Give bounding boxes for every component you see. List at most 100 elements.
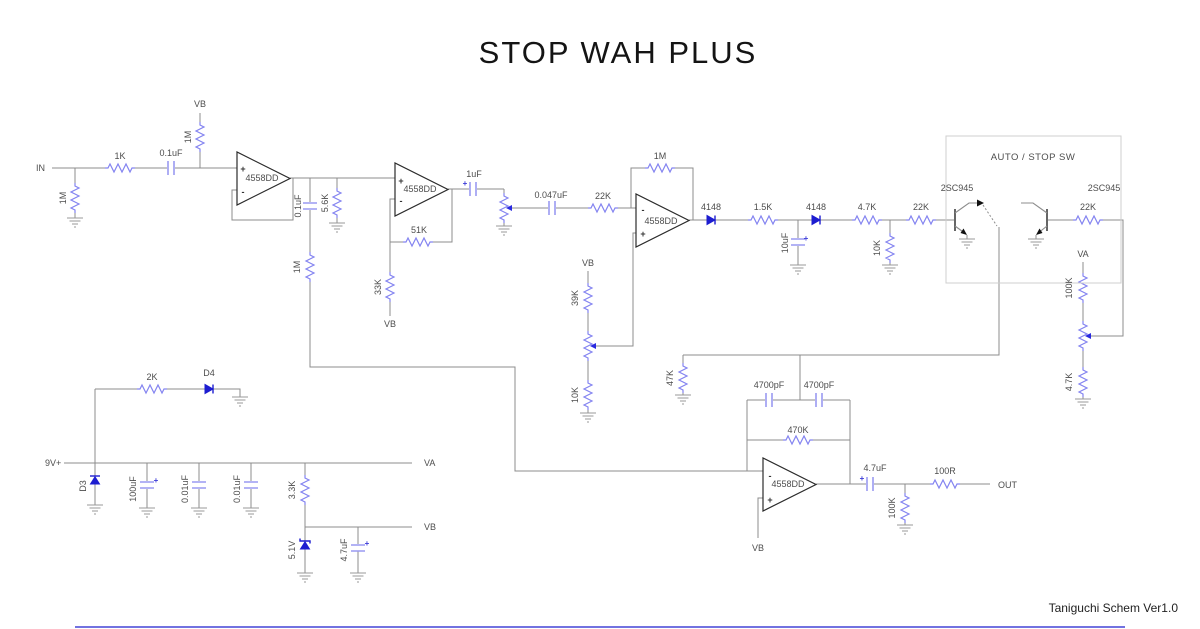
cap-4700pf-a [765,392,773,408]
resistor-4k7 [851,215,883,225]
ground-icon [190,507,208,518]
resistor-1m-bias [195,121,205,153]
transistor-bars [954,209,1048,231]
cap-001uf-a-label: 0.01uF [180,474,190,503]
opamp-u1-label: 4558DD [245,173,279,183]
cap-output [866,476,874,492]
resistor-3k3 [300,474,310,506]
cap-1uf [469,181,477,197]
resistor-1m-bias-label: 1M [183,131,193,144]
u2-plus-input: + [398,176,403,186]
rail-va-label: VA [424,458,435,468]
resistor-1m-u3 [644,163,676,173]
cap-highpass-label: 0.1uF [293,194,303,218]
diode-4148-b-label: 4148 [806,202,826,212]
resistor-10k-pot-label: 10K [570,387,580,403]
resistor-1k5 [747,215,779,225]
cap-0047uf [548,200,556,216]
resistor-22k-q1 [905,215,937,225]
ground-icon [66,217,84,228]
transistor-q2-label: 2SC945 [1088,183,1121,193]
resistor-22k-q2 [1072,215,1104,225]
opamp-u2-label: 4558DD [403,184,437,194]
rail-vb-label: VB [424,522,436,532]
resistor-2k [136,384,168,394]
resistor-4k7-va [1078,366,1088,398]
wires [52,113,1124,573]
cap-100uf [139,481,155,489]
resistor-1k5-label: 1.5K [754,202,773,212]
resistor-4k7-label: 4.7K [858,202,877,212]
switch-dotted-contact [982,204,998,227]
ground-icon [579,412,597,423]
u3-minus-input: - [642,205,645,215]
resistor-47k [678,362,688,394]
cap-001uf-a [191,481,207,489]
resistor-100k-va [1078,272,1088,304]
vb-label: VB [582,258,594,268]
opamp-u2 [394,162,450,217]
ground-icon [138,507,156,518]
u4-plus-input: + [767,495,772,505]
resistor-1m-input-shunt [70,182,80,214]
cap-input-label: 0.1uF [159,148,183,158]
resistor-470k [782,435,814,445]
resistor-10k [885,232,895,264]
diode-d4-label: D4 [203,368,215,378]
zener-5v1-label: 5.1V [287,541,297,560]
cap-4700pf-b-label: 4700pF [804,380,835,390]
emitter-arrow-icon [960,228,967,235]
u4-minus-input: - [769,471,772,481]
resistor-22k-input [587,203,619,213]
resistor-39k [583,282,593,314]
resistor-51k [402,237,434,247]
ground-icon [1074,398,1092,409]
ground-icon [242,507,260,518]
diode-d4 [204,383,214,395]
cap-100uf-label: 100uF [128,476,138,502]
opamp-u3-label: 4558DD [644,216,678,226]
ground-icon [958,238,976,249]
ground-icon [789,264,807,275]
switch-box-title: AUTO / STOP SW [991,152,1076,163]
resistor-100k-out-label: 100K [887,497,897,518]
auto-stop-switch-box [945,135,1122,284]
opamp-u3 [635,193,691,248]
emitter-arrow-icon [1036,228,1043,235]
u3-plus-input: + [640,229,645,239]
transistors [954,199,1048,235]
resistor-1m-shunt-label: 1M [58,192,68,205]
resistor-1m-u3-label: 1M [654,151,667,161]
va-label: VA [1077,249,1088,259]
ground-icon [328,222,346,233]
ground-icon [86,504,104,515]
ground-icon [881,264,899,275]
polarity-plus: + [463,179,468,188]
vb-label: VB [194,99,206,109]
resistor-100r-label: 100R [934,466,956,476]
cap-output-label: 4.7uF [863,463,887,473]
diode-d3 [89,475,101,485]
cap-4u7-vb-label: 4.7uF [339,538,349,562]
resistor-1m-feedback [305,251,315,283]
diode-d3-label: D3 [78,480,88,492]
polarity-plus: + [154,476,159,485]
cap-001uf-b [243,481,259,489]
opamp-u1 [236,151,292,206]
opamp-u4-label: 4558DD [771,479,805,489]
collector-arrow-icon [977,199,984,207]
opamp-u4 [762,457,818,512]
diode-4148-a-label: 4148 [701,202,721,212]
vb-label: VB [752,543,764,553]
resistor-5k6 [332,187,342,219]
resistor-470k-label: 470K [787,425,808,435]
supply-label: 9V+ [45,458,61,468]
polarity-plus: + [804,234,809,243]
diode-4148-a [706,214,716,226]
ground-icon [674,394,692,405]
cap-1uf-label: 1uF [466,169,482,179]
ground-icon [349,572,367,583]
transistor-q1-label: 2SC945 [941,183,974,193]
opamps [236,151,818,512]
